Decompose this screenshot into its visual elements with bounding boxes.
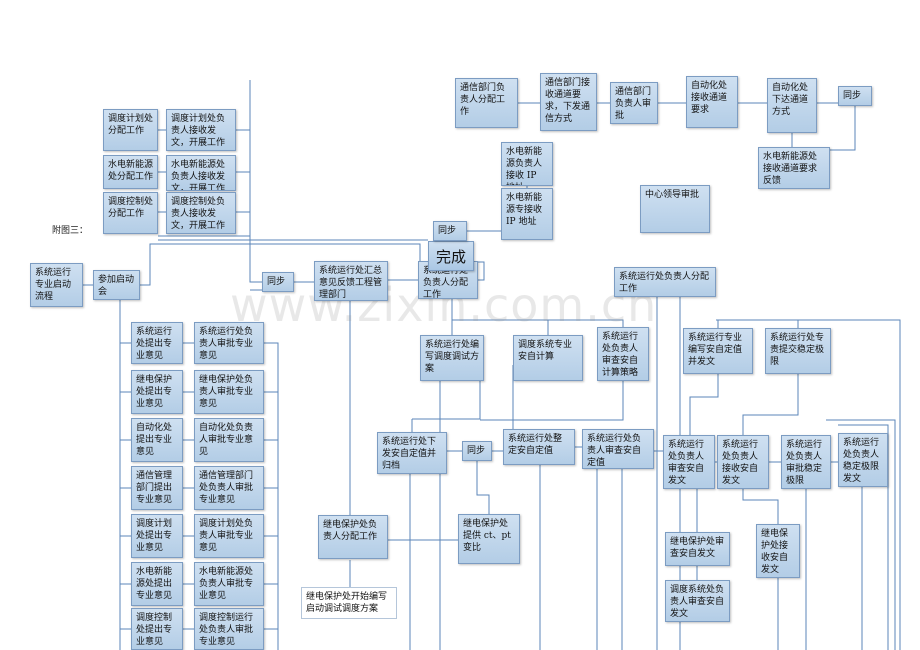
node-b55: 继电保护处接收安自发文 xyxy=(756,524,800,578)
node-b9: 同步 xyxy=(262,272,294,292)
node-b28: 继电保护处负责人审批专业意见 xyxy=(194,370,264,414)
node-b43: 系统运行处专责提交稳定极限 xyxy=(765,328,831,374)
node-b12: 完成 xyxy=(428,241,474,271)
node-b10: 系统运行处汇总意见反馈工程管理部门 xyxy=(314,261,388,301)
node-b39: 系统运行处编写调度调试方案 xyxy=(420,335,484,381)
node-b42: 系统运行专业编写安自定值并发文 xyxy=(683,328,753,374)
connector-line-41 xyxy=(264,342,279,650)
connector-line-24 xyxy=(830,106,856,151)
node-b44: 系统运行处下发安自定值并归档 xyxy=(377,432,447,474)
node-b20: 自动化处下达通道方式 xyxy=(767,78,817,133)
connector-line-61 xyxy=(480,381,624,421)
node-b45: 同步 xyxy=(462,441,492,461)
node-b33: 调度计划处提出专业意见 xyxy=(131,514,183,558)
node-b19: 自动化处接收通道要求 xyxy=(686,76,738,128)
node-b35: 水电新能源处提出专业意见 xyxy=(131,562,183,606)
figure-caption: 附图三： xyxy=(52,226,89,236)
node-b47: 系统运行处负责人审查安自定值 xyxy=(582,429,654,469)
node-b13: 同步 xyxy=(433,221,467,241)
connector-line-63 xyxy=(742,374,799,435)
node-b8: 参加启动会 xyxy=(93,270,140,300)
node-b53: 继电保护处提供 ct、pt 变比 xyxy=(458,514,520,564)
node-b56: 调度系统处负责人审查安自发文 xyxy=(665,580,730,622)
node-b5: 调度控制处分配工作 xyxy=(103,192,158,234)
node-b25: 系统运行处提出专业意见 xyxy=(131,322,183,364)
node-b51: 系统运行处负责人稳定极限发文 xyxy=(838,433,888,487)
connector-line-51 xyxy=(412,381,481,420)
connector-line-66 xyxy=(716,319,901,650)
node-b40: 调度系统专业安自计算 xyxy=(513,335,583,381)
node-b31: 通信管理部门提出专业意见 xyxy=(131,466,183,510)
node-b54: 继电保护处审查安自发文 xyxy=(665,532,730,566)
node-b48: 系统运行处负责人审查安自发文 xyxy=(663,435,715,489)
node-b14: 水电新能源负责人接收 IP 地址 xyxy=(501,142,553,186)
node-b4: 水电新能源处负责人接收发文，开展工作 xyxy=(166,155,236,191)
connector-line-15 xyxy=(478,261,485,281)
connector-line-1 xyxy=(249,80,262,283)
node-b3: 水电新能源处分配工作 xyxy=(103,155,158,189)
node-b7: 系统运行专业启动流程 xyxy=(30,263,83,307)
connector-line-70 xyxy=(742,489,779,524)
node-b41: 系统运行处负责人审查安自计算策略 xyxy=(597,327,649,381)
node-b1: 调度计划处分配工作 xyxy=(103,109,158,151)
node-b52: 继电保护处负责人分配工作 xyxy=(318,515,388,559)
node-b2: 调度计划处负责人接收发文，开展工作 xyxy=(166,109,236,151)
node-b29: 自动化处提出专业意见 xyxy=(131,418,183,462)
node-b50: 系统运行处负责人审批稳定极限 xyxy=(781,435,831,489)
node-b34: 调度计划处负责人审批专业意见 xyxy=(194,514,264,558)
connector-line-10 xyxy=(140,243,421,286)
node-b23: 中心领导审批 xyxy=(640,185,710,233)
node-b26: 系统运行处负责人审批专业意见 xyxy=(194,322,264,364)
connector-line-77 xyxy=(826,419,896,650)
node-b21: 同步 xyxy=(838,86,872,106)
node-b15: 水电新能源专接收 IP 地址 xyxy=(501,188,553,240)
connector-line-76 xyxy=(838,424,889,650)
node-b24: 系统运行处负责人分配工作 xyxy=(614,267,716,297)
connector-line-56 xyxy=(476,461,490,514)
connector-line-58 xyxy=(548,319,624,327)
node-b16: 通信部门负责人分配工作 xyxy=(455,78,518,128)
node-b36: 水电新能源处负责人审批专业意见 xyxy=(194,562,264,606)
node-b32: 通信管理部门处负责人审批专业意见 xyxy=(194,466,264,510)
node-b37: 调度控制处提出专业意见 xyxy=(131,608,183,650)
node-b46: 系统运行处整定安自定值 xyxy=(503,429,575,465)
node-b22: 水电新能源处接收通道要求反馈 xyxy=(758,147,830,189)
node-b30: 自动化处负责人审批专业意见 xyxy=(194,418,264,462)
node-b38: 调度控制运行处负责人审批专业意见 xyxy=(194,608,264,650)
node-b27: 继电保护处提出专业意见 xyxy=(131,370,183,414)
node-b57: 继电保护处开始编写启动调试调度方案 xyxy=(301,587,397,619)
connector-line-62 xyxy=(689,374,719,435)
node-b17: 通信部门接收通道要求，下发通信方式 xyxy=(540,73,597,131)
node-b6: 调度控制处负责人接收发文，开展工作 xyxy=(166,192,236,234)
node-b49: 系统运行处负责人接收安自发文 xyxy=(717,435,769,489)
node-b18: 通信部门负责人审批 xyxy=(610,82,658,124)
